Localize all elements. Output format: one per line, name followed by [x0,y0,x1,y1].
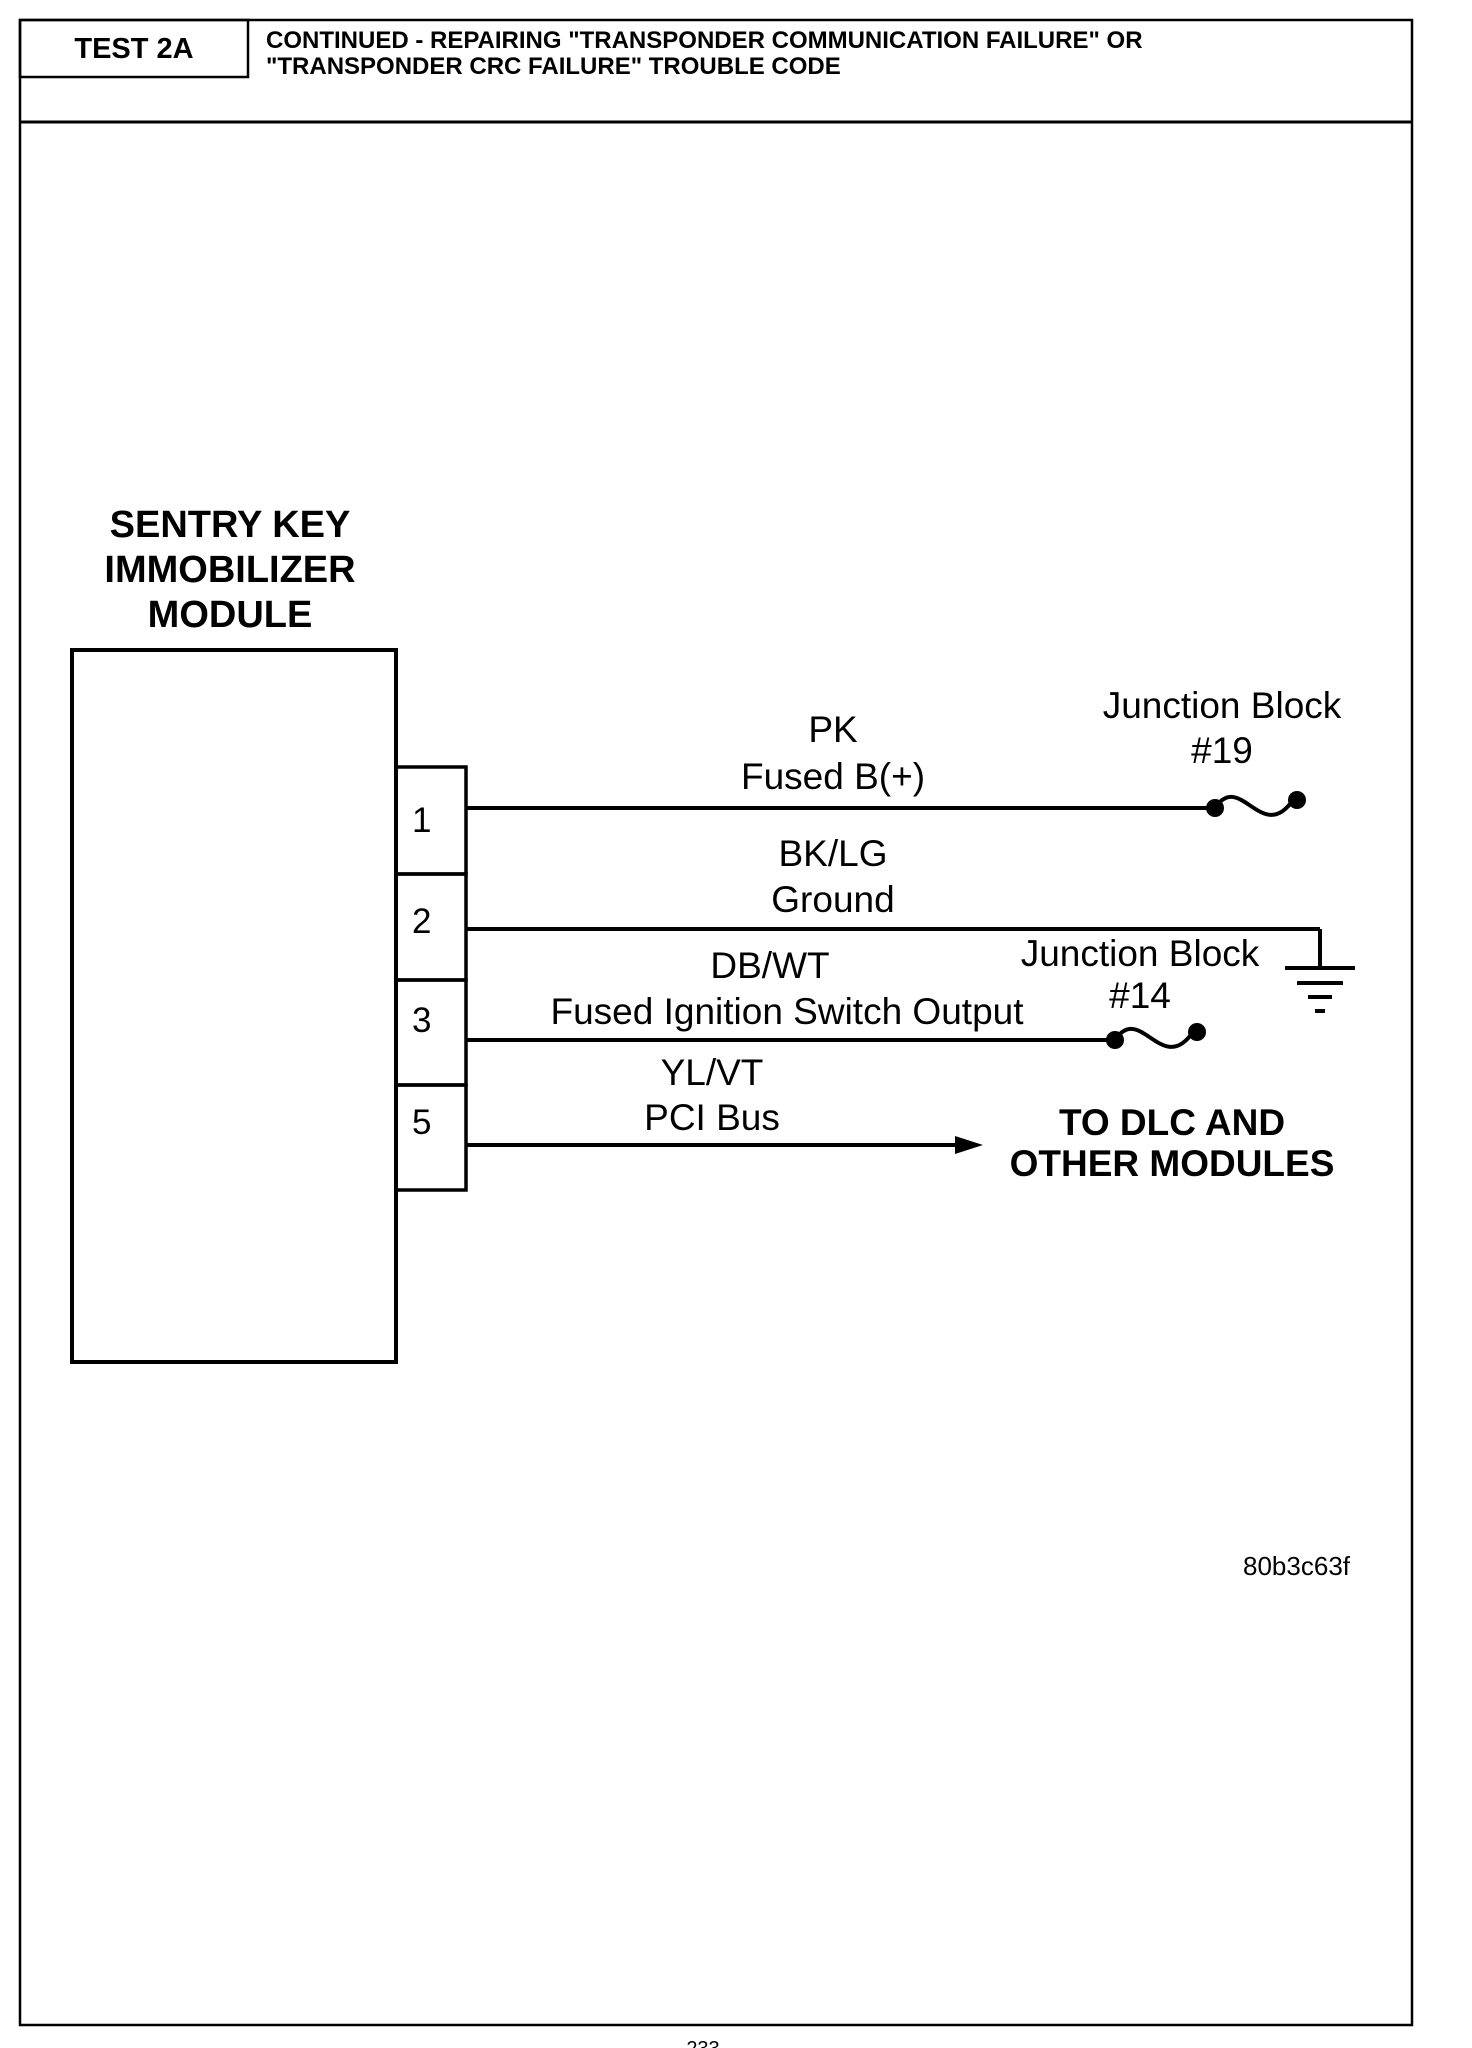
junction-19-line2: #19 [1191,730,1253,771]
junction-19-line1: Junction Block [1103,685,1342,726]
wire3-color: DB/WT [710,945,829,986]
test-label: TEST 2A [74,33,193,65]
module-label-line1: SENTRY KEY [110,504,351,546]
wire1-color: PK [808,709,858,750]
ground-icon [1285,966,1355,1013]
page-number: 233 [686,2038,719,2048]
wire1-function: Fused B(+) [741,756,925,797]
header-title-line1: CONTINUED - REPAIRING "TRANSPONDER COMMU… [266,27,1143,54]
header-title-line2: "TRANSPONDER CRC FAILURE" TROUBLE CODE [266,53,841,80]
wire2-function: Ground [771,879,894,920]
junction-14-line1: Junction Block [1021,933,1260,974]
wire5-color: YL/VT [661,1052,764,1093]
wire5-function: PCI Bus [644,1097,780,1138]
destination-line2: OTHER MODULES [1010,1143,1335,1184]
pin-number-5: 5 [412,1103,431,1142]
pin-number-1: 1 [412,801,431,840]
wire2-color: BK/LG [779,833,888,874]
page-frame [18,18,1414,2027]
fuse-14-icon [1106,1023,1206,1049]
pin-number-3: 3 [412,1001,431,1040]
module-label-line2: IMMOBILIZER [104,549,355,591]
figure-code: 80b3c63f [1243,1551,1351,1581]
destination-line1: TO DLC AND [1059,1102,1285,1143]
pin-number-2: 2 [412,902,431,941]
test-label-box [18,18,250,79]
junction-14-line2: #14 [1109,975,1171,1016]
arrow-head-icon [955,1136,983,1154]
wire3-function: Fused Ignition Switch Output [550,991,1024,1032]
module-box [70,648,398,1364]
pin-box-5 [394,1083,468,1192]
fuse-19-icon [1206,791,1306,817]
module-label-line3: MODULE [148,594,313,636]
